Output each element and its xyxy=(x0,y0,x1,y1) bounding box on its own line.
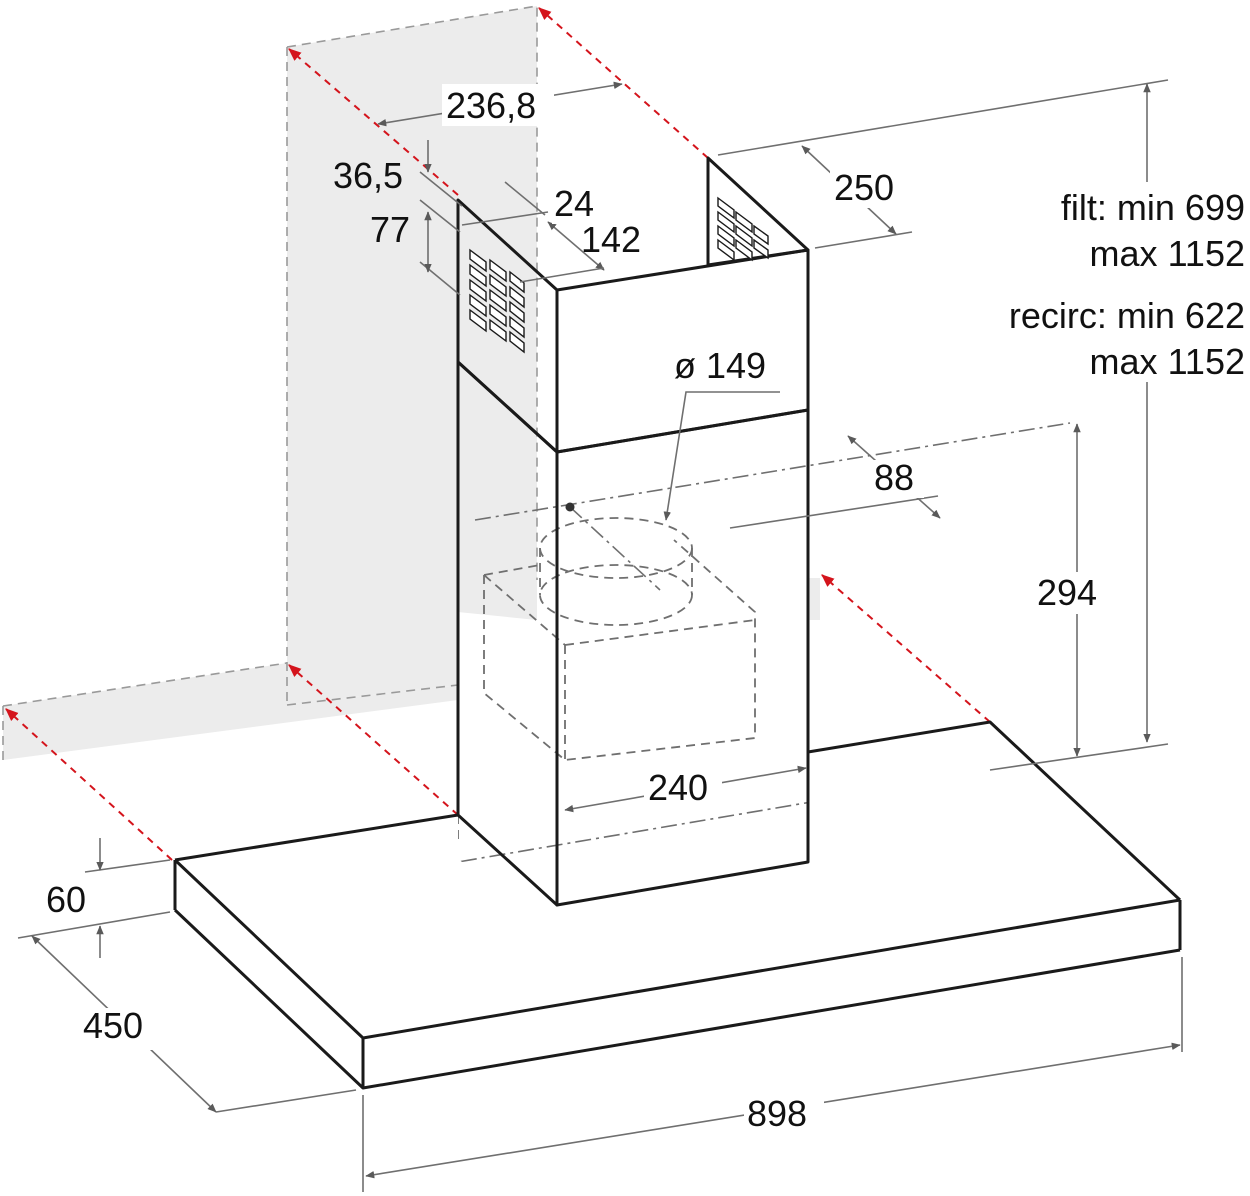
back-wall-panel xyxy=(287,6,537,705)
guide-top-right xyxy=(538,7,709,159)
motor-box-edge-back xyxy=(483,564,541,576)
label-898: 898 xyxy=(747,1093,807,1134)
chimney xyxy=(456,156,810,907)
dim-24-leader-a xyxy=(504,181,546,216)
wall-alignment-guides xyxy=(5,7,991,861)
dim-36-5-leader xyxy=(419,171,463,207)
centerline-diagonal xyxy=(569,506,661,591)
centerline-upper xyxy=(474,422,1071,521)
hood-canopy xyxy=(173,720,1182,1090)
dimension-labels: 236,8 36,5 24 77 142 250 ø 149 88 294 24… xyxy=(46,84,1114,1136)
height-range-legend: filt: min 699 max 1152 recirc: min 622 m… xyxy=(970,182,1246,382)
dim-142-line xyxy=(547,221,605,271)
guide-right xyxy=(821,574,991,723)
duct-cylinder-top xyxy=(539,517,693,579)
label-240: 240 xyxy=(648,767,708,808)
dim-24-leader-b xyxy=(461,211,549,226)
center-point-upper xyxy=(565,502,575,512)
dim-88-ext xyxy=(729,495,939,529)
guide-mid-left xyxy=(288,664,459,816)
motor-box-edge-top xyxy=(483,574,566,646)
dim-height-ext-bottom xyxy=(989,743,1169,771)
dim-77-ext-top xyxy=(419,199,461,233)
motor-box-edge-front xyxy=(564,619,756,646)
floor-strip xyxy=(3,663,458,760)
label-24: 24 xyxy=(554,183,594,224)
label-236-8: 236,8 xyxy=(446,85,536,126)
canopy-top-back-left xyxy=(174,813,459,862)
label-88: 88 xyxy=(874,457,914,498)
recirc-label: recirc: xyxy=(1009,295,1107,336)
motor-box-outline xyxy=(483,539,756,761)
lower-chimney-front xyxy=(555,408,810,907)
recirc-max-word: max xyxy=(1090,341,1158,382)
dim-450-ext xyxy=(215,1089,357,1113)
label-294: 294 xyxy=(1037,572,1097,613)
vent-grille-left xyxy=(469,248,525,354)
dim-149-leader xyxy=(663,391,780,521)
label-250: 250 xyxy=(834,167,894,208)
label-450: 450 xyxy=(83,1005,143,1046)
canopy-front-fill xyxy=(363,900,1180,1088)
canopy-side-fill xyxy=(175,860,363,1088)
recirc-max-line: max 1152 xyxy=(1090,341,1245,382)
duct-cylinder-bottom xyxy=(539,564,693,626)
wall-edge-top xyxy=(286,5,538,580)
wall-background xyxy=(2,5,820,760)
dim-60-ext-bottom xyxy=(17,911,171,939)
vent-grille-right xyxy=(717,196,769,262)
label-diameter-149: ø 149 xyxy=(674,345,766,386)
dim-250-ext-top xyxy=(717,79,1169,156)
recirc-min-word: min xyxy=(1117,295,1175,336)
dim-250-ext-bottom xyxy=(814,231,913,249)
floor-edge-bottom xyxy=(286,684,459,706)
label-60: 60 xyxy=(46,879,86,920)
filt-max-line: max 1152 xyxy=(1090,233,1245,274)
filt-label: filt: xyxy=(1061,187,1107,228)
filt-min-word: min xyxy=(1117,187,1175,228)
small-wall-patch xyxy=(808,578,820,620)
upper-chimney-front xyxy=(555,248,810,454)
label-36-5: 36,5 xyxy=(333,155,403,196)
filt-min-value: 699 xyxy=(1185,187,1245,228)
recirc-max-value: 1152 xyxy=(1168,341,1245,382)
filt-min-line: filt: min 699 xyxy=(1061,187,1245,228)
canopy-top-fill xyxy=(175,722,1180,1038)
dim-60-ext-top xyxy=(84,859,171,873)
filt-max-value: 1152 xyxy=(1168,233,1245,274)
recirc-min-line: recirc: min 622 xyxy=(1009,295,1245,336)
guide-far-left xyxy=(5,708,173,861)
label-77: 77 xyxy=(370,209,410,250)
guide-top-left xyxy=(288,48,459,196)
dim-142-ext xyxy=(519,267,605,283)
filt-max-word: max xyxy=(1090,233,1158,274)
canopy-top-back-right xyxy=(807,720,1182,902)
label-142: 142 xyxy=(581,219,641,260)
floor-edge-top xyxy=(2,662,288,707)
recirc-min-value: 622 xyxy=(1185,295,1245,336)
